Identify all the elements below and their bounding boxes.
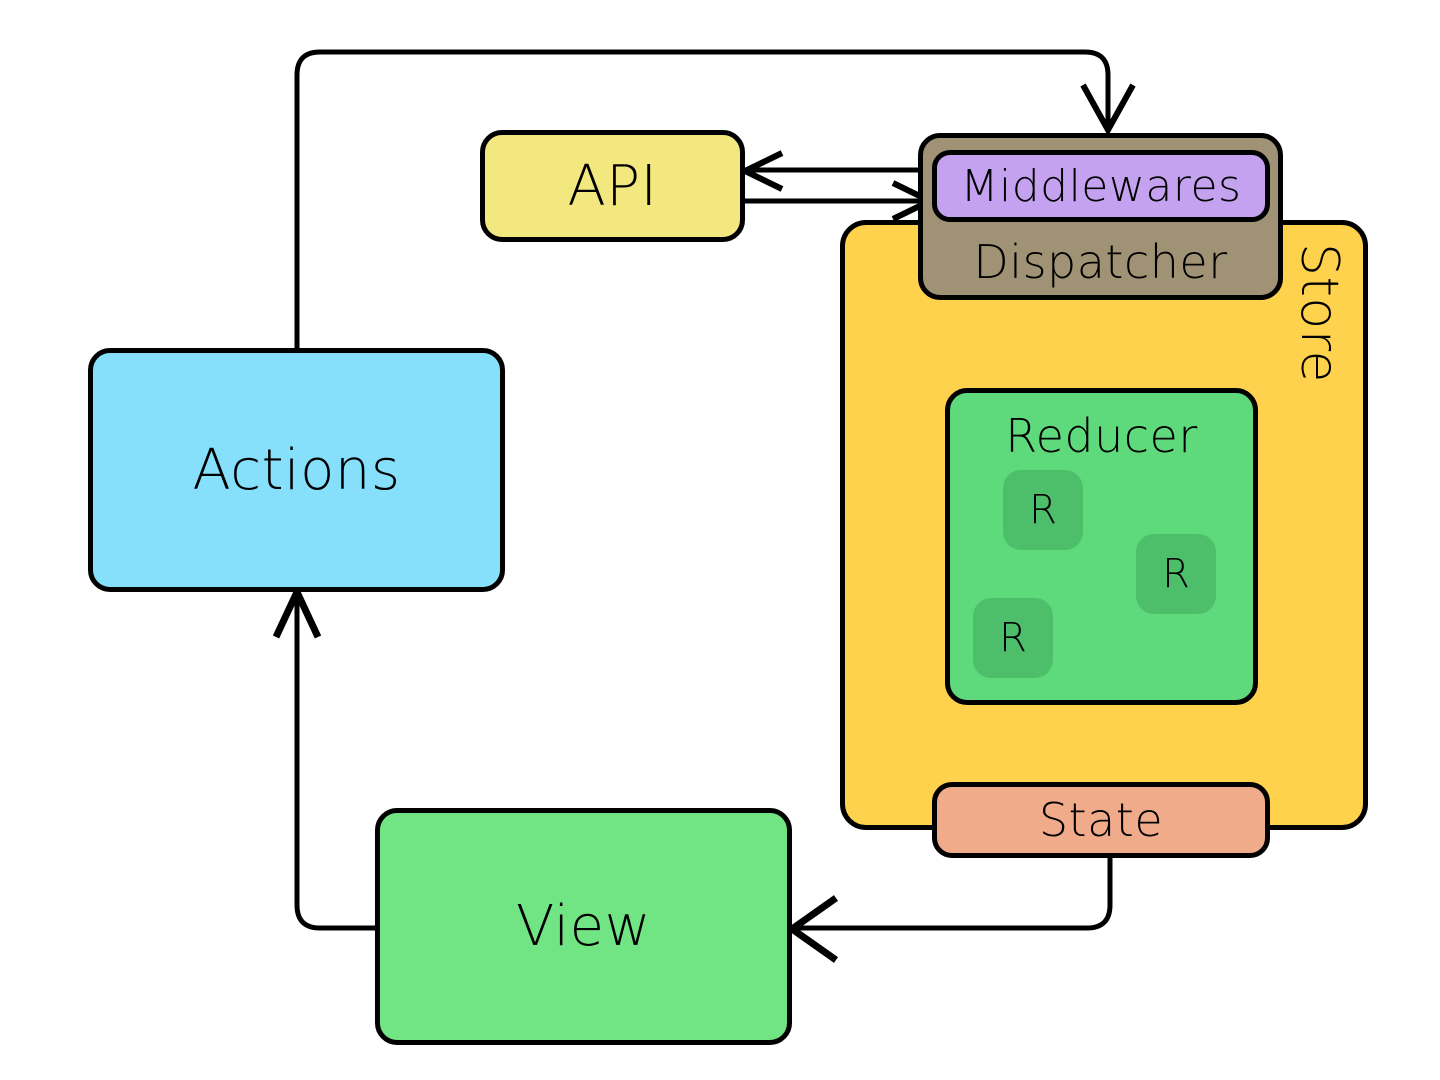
edge-view-to-actions (294, 595, 375, 931)
edge-actions-to-dispatcher-arrowhead (1080, 83, 1136, 137)
edge-state-to-view (795, 858, 1113, 931)
actions-label: Actions (192, 437, 401, 503)
edge-middlewares-to-api-arrowhead (738, 150, 784, 192)
edge-view-to-actions-arrowhead (272, 583, 322, 639)
state-label: State (1038, 793, 1164, 847)
reducer-chip-label: R (1162, 551, 1190, 597)
reducer-chip-label: R (1029, 487, 1057, 533)
api-label: API (567, 153, 658, 219)
middlewares-node[interactable]: Middlewares (932, 150, 1270, 222)
edge-actions-to-dispatcher (294, 49, 1111, 348)
dispatcher-label: Dispatcher (973, 235, 1228, 289)
reducer-chip[interactable]: R (1003, 470, 1083, 550)
view-node[interactable]: View (375, 808, 792, 1045)
actions-node[interactable]: Actions (88, 348, 505, 592)
reducer-chip-label: R (999, 615, 1027, 661)
middlewares-label: Middlewares (960, 160, 1242, 212)
api-node[interactable]: API (480, 130, 745, 242)
view-label: View (516, 894, 651, 959)
store-label: Store (1289, 243, 1349, 383)
state-node[interactable]: State (932, 782, 1270, 858)
edge-state-to-view-arrowhead (785, 895, 839, 963)
reducer-chip[interactable]: R (1136, 534, 1216, 614)
reducer-label: Reducer (1005, 409, 1198, 463)
reducer-chip[interactable]: R (973, 598, 1053, 678)
